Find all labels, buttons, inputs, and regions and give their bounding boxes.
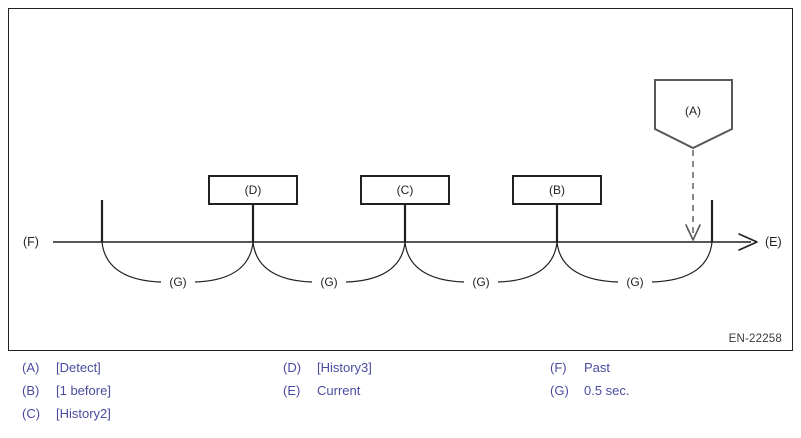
callout-arrowhead-icon xyxy=(685,224,701,241)
event-box-history3[interactable]: (D) xyxy=(208,175,298,205)
legend-value: [History3] xyxy=(317,360,372,375)
legend-value: [1 before] xyxy=(56,383,111,398)
event-box-1before[interactable]: (B) xyxy=(512,175,602,205)
arc-segment xyxy=(651,241,713,283)
interval-label-3: (G) xyxy=(472,275,489,289)
event-box-label: (D) xyxy=(245,183,262,197)
legend-key: (D) xyxy=(283,360,302,375)
arc-segment xyxy=(252,241,313,283)
legend-column-1: (A) [Detect] (B) [1 before] (C) [History… xyxy=(22,356,111,425)
legend-item-a: (A) [Detect] xyxy=(22,356,111,379)
callout-label: (A) xyxy=(685,104,701,118)
legend-column-3: (F) Past (G) 0.5 sec. xyxy=(550,356,630,402)
legend-key: (E) xyxy=(283,383,301,398)
arc-segment xyxy=(404,241,465,283)
callout-pentagon-shape xyxy=(654,79,733,150)
legend-key: (A) xyxy=(22,360,40,375)
legend-item-d: (D) [History3] xyxy=(283,356,372,379)
figure-code: EN-22258 xyxy=(728,333,782,345)
legend: (A) [Detect] (B) [1 before] (C) [History… xyxy=(0,356,801,438)
event-box-label: (B) xyxy=(549,183,565,197)
arc-segment xyxy=(497,241,558,283)
event-box-history2[interactable]: (C) xyxy=(360,175,450,205)
timeline-ticks xyxy=(100,200,714,242)
timeline-axis xyxy=(53,233,758,251)
legend-value: 0.5 sec. xyxy=(584,383,630,398)
legend-value: [Detect] xyxy=(56,360,101,375)
event-box-rect xyxy=(512,175,602,205)
legend-key: (B) xyxy=(22,383,40,398)
legend-value: Current xyxy=(317,383,361,398)
event-box-label: (C) xyxy=(397,183,414,197)
legend-item-c: (C) [History2] xyxy=(22,402,111,425)
legend-key: (F) xyxy=(550,360,567,375)
timeline-diagram: (F) (E) (G) (G) xyxy=(23,79,782,289)
interval-label-2: (G) xyxy=(320,275,337,289)
axis-arrowhead-icon xyxy=(738,233,758,251)
event-box-rect xyxy=(360,175,450,205)
interval-label-4: (G) xyxy=(626,275,643,289)
detect-callout[interactable]: (A) xyxy=(654,79,733,241)
event-box-rect xyxy=(208,175,298,205)
legend-item-e: (E) Current xyxy=(283,379,372,402)
legend-item-g: (G) 0.5 sec. xyxy=(550,379,630,402)
legend-column-2: (D) [History3] (E) Current xyxy=(283,356,372,402)
axis-label-past: (F) xyxy=(23,235,39,249)
legend-key: (C) xyxy=(22,406,41,421)
legend-item-f: (F) Past xyxy=(550,356,630,379)
legend-item-b: (B) [1 before] xyxy=(22,379,111,402)
arc-segment xyxy=(556,241,619,283)
arc-segment xyxy=(194,241,254,283)
interval-label-1: (G) xyxy=(169,275,186,289)
interval-arcs: (G) (G) (G) (G) xyxy=(101,241,713,289)
axis-label-current: (E) xyxy=(765,235,782,249)
legend-value: [History2] xyxy=(56,406,111,421)
legend-value: Past xyxy=(584,360,611,375)
arc-segment xyxy=(101,241,162,283)
arc-segment xyxy=(345,241,406,283)
legend-key: (G) xyxy=(550,383,569,398)
figure-frame: (F) (E) (G) (G) xyxy=(8,8,793,351)
